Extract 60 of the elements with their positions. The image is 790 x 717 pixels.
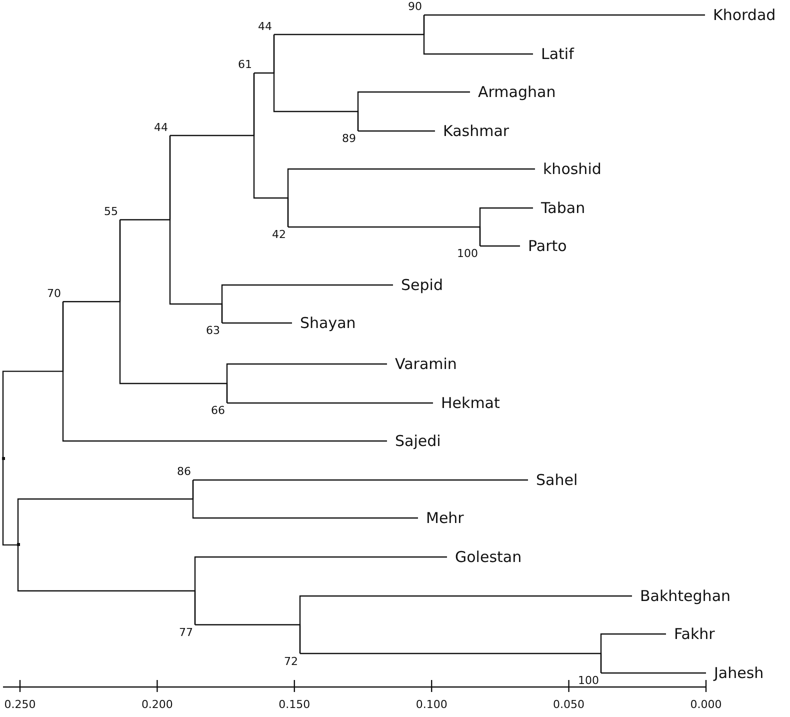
- bootstrap-value: 44: [154, 122, 168, 134]
- bootstrap-value: 72: [284, 656, 298, 668]
- cultivar-label: Fakhr: [666, 625, 715, 643]
- branch-junction: [2, 456, 4, 460]
- cultivar-label: Mehr: [418, 509, 464, 527]
- bootstrap-value: 77: [179, 626, 193, 639]
- bootstrap-value: 86: [177, 466, 191, 478]
- tree-branch: [226, 363, 387, 403]
- bootstrap-value: 100: [457, 248, 478, 260]
- bootstrap-value: 63: [206, 325, 220, 337]
- cultivar-label: Jahesh: [706, 664, 764, 682]
- tree-branch: [221, 322, 292, 324]
- bootstrap-value: 89: [342, 133, 356, 145]
- axis-tick-label: 0.100: [416, 699, 448, 711]
- tree-branch: [479, 245, 520, 247]
- cultivar-label: Latif: [533, 45, 574, 63]
- cultivar-label: Parto: [520, 237, 567, 255]
- tree-branch: [357, 91, 470, 131]
- tree-branch: [221, 284, 393, 323]
- tree-branch: [287, 168, 535, 227]
- axis-tick-label: 0.050: [553, 699, 585, 711]
- bootstrap-value: 90: [408, 1, 422, 13]
- tree-branch: [192, 479, 528, 481]
- branch-junction: [16, 543, 20, 546]
- bootstrap-value: 66: [211, 405, 225, 417]
- tree-branch: [62, 302, 387, 442]
- cultivar-label: Golestan: [447, 548, 522, 566]
- cultivar-label: Hekmat: [433, 394, 500, 412]
- bootstrap-value: 44: [258, 20, 272, 32]
- axis-tick-label: 0.200: [141, 699, 173, 711]
- cultivar-label: khoshid: [535, 160, 602, 178]
- tree-branch: [600, 672, 706, 674]
- bootstrap-value: 61: [238, 59, 252, 71]
- cultivar-label: Kashmar: [435, 122, 510, 140]
- tree-branch: [357, 130, 435, 132]
- tree-branch: [192, 480, 418, 519]
- cultivar-label: Shayan: [292, 314, 356, 332]
- axis-tick-label: 0.150: [278, 699, 310, 711]
- bootstrap-value: 42: [272, 229, 286, 241]
- cultivar-label: Sepid: [393, 276, 443, 294]
- cultivar-label: Taban: [533, 199, 586, 217]
- tree-branch: [194, 556, 447, 625]
- cultivar-label: Varamin: [387, 355, 457, 373]
- tree-branch: [2, 458, 18, 546]
- bootstrap-value: 55: [104, 206, 118, 218]
- tree-branch: [423, 15, 533, 55]
- tree-branch: [479, 207, 533, 246]
- cultivar-label: Khordad: [705, 6, 776, 24]
- axis-tick-label: 0.250: [4, 699, 36, 711]
- cultivar-label: Bakhteghan: [632, 587, 731, 605]
- tree-branch: [600, 633, 666, 673]
- cultivar-label: Armaghan: [470, 83, 556, 101]
- tree-branch: [299, 595, 632, 654]
- bootstrap-value: 100: [578, 675, 599, 687]
- bootstrap-value: 70: [47, 288, 61, 300]
- cultivar-label: Sajedi: [387, 432, 441, 450]
- cultivar-label: Sahel: [528, 471, 578, 489]
- tree-branch: [423, 14, 705, 16]
- tree-branch: [226, 402, 433, 404]
- axis-tick-label: 0.000: [690, 699, 722, 711]
